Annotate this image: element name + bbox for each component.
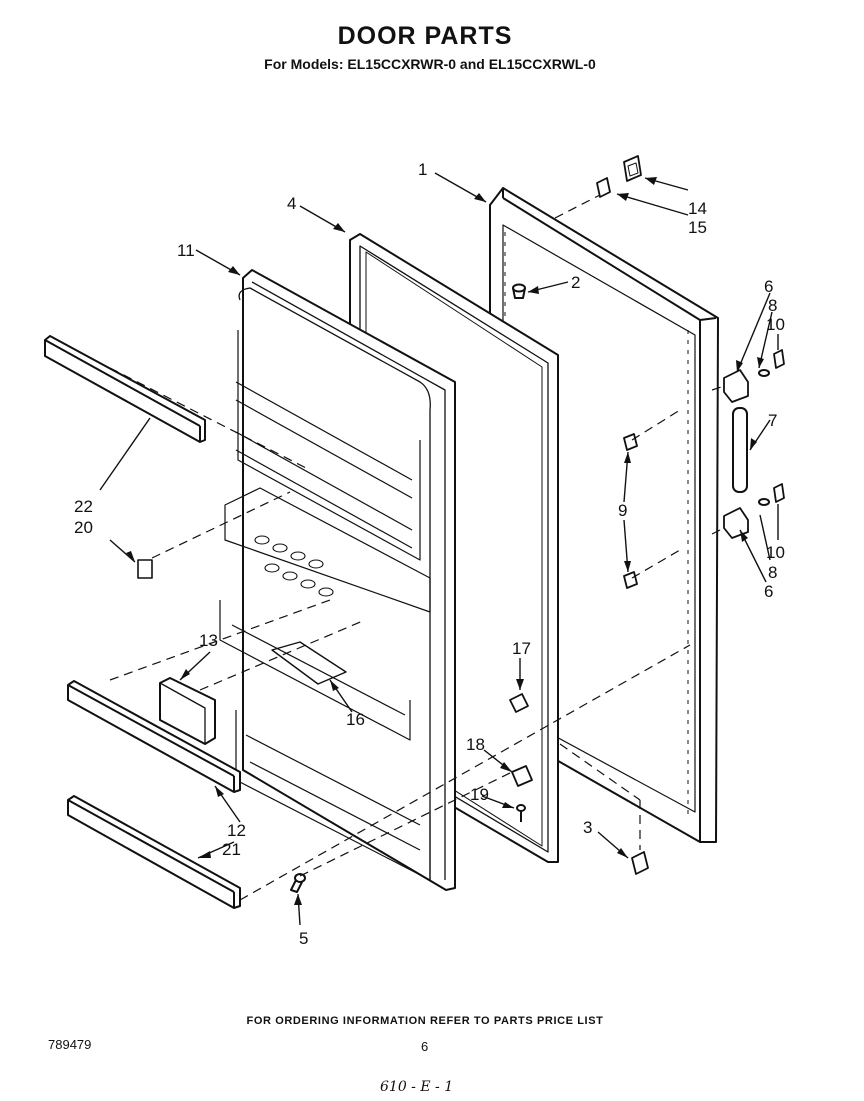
hinge-cover-14 [623, 155, 642, 182]
callout-7: 7 [768, 411, 777, 430]
middle-shelf-rail [67, 680, 241, 793]
callout-21: 21 [222, 840, 241, 859]
callout-1: 1 [418, 160, 427, 179]
upper-shelf-rail [44, 335, 206, 443]
page-number: 6 [421, 1039, 429, 1054]
callout-19: 19 [470, 785, 489, 804]
handle-mount-upper [623, 433, 638, 451]
bottom-hinge-3 [631, 851, 649, 875]
hinge-screw-lower [758, 498, 770, 506]
page-title: DOOR PARTS [337, 22, 513, 50]
dairy-door [159, 677, 216, 745]
callout-16: 16 [346, 710, 365, 729]
callout-numbers: 1 2 3 4 5 6 6 7 8 8 9 10 10 11 12 13 14 … [74, 160, 785, 948]
inner-door-liner [219, 269, 456, 891]
callout-3: 3 [583, 818, 592, 837]
hinge-pin-bushing-18 [511, 765, 533, 787]
callout-9: 9 [618, 501, 627, 520]
hinge-cover-gasket-15 [596, 177, 611, 198]
hinge-bracket-upper [723, 369, 749, 403]
callout-22: 22 [74, 497, 93, 516]
callout-8-upper: 8 [768, 296, 777, 315]
leader-arrowheads [126, 177, 764, 905]
door-stop-2 [512, 283, 526, 299]
callout-18: 18 [466, 735, 485, 754]
handwritten-code: 610 - E - 1 [380, 1079, 454, 1095]
handle-mount-lower [623, 571, 638, 589]
hinge-plate-upper [773, 349, 785, 369]
callout-10-lower: 10 [766, 543, 785, 562]
assembly-lines [109, 194, 725, 901]
door-stop-17 [509, 693, 529, 713]
screw-19 [516, 804, 526, 822]
callout-5: 5 [299, 929, 308, 948]
screw-5 [290, 873, 306, 893]
door-handle [732, 407, 748, 493]
callout-6-upper: 6 [764, 277, 773, 296]
hinge-bracket-lower [723, 507, 749, 539]
callout-20: 20 [74, 518, 93, 537]
document-number: 789479 [48, 1037, 92, 1052]
callout-13: 13 [199, 631, 218, 650]
callout-8-lower: 8 [768, 563, 777, 582]
hinge-plate-lower [773, 483, 785, 503]
callout-10-upper: 10 [766, 315, 785, 334]
ordering-information-note: FOR ORDERING INFORMATION REFER TO PARTS … [246, 1015, 604, 1027]
models-subtitle: For Models: EL15CCXRWR-0 and EL15CCXRWL-… [264, 56, 596, 72]
callout-6-lower: 6 [764, 582, 773, 601]
nameplate-label [137, 559, 153, 579]
callout-17: 17 [512, 639, 531, 658]
callout-14: 14 [688, 199, 707, 218]
callout-15: 15 [688, 218, 707, 237]
callout-11: 11 [177, 241, 195, 260]
callout-2: 2 [571, 273, 580, 292]
callout-4: 4 [287, 194, 296, 213]
bottom-shelf-rail [67, 795, 241, 909]
hinge-screw-upper [758, 369, 770, 377]
callout-12: 12 [227, 821, 246, 840]
